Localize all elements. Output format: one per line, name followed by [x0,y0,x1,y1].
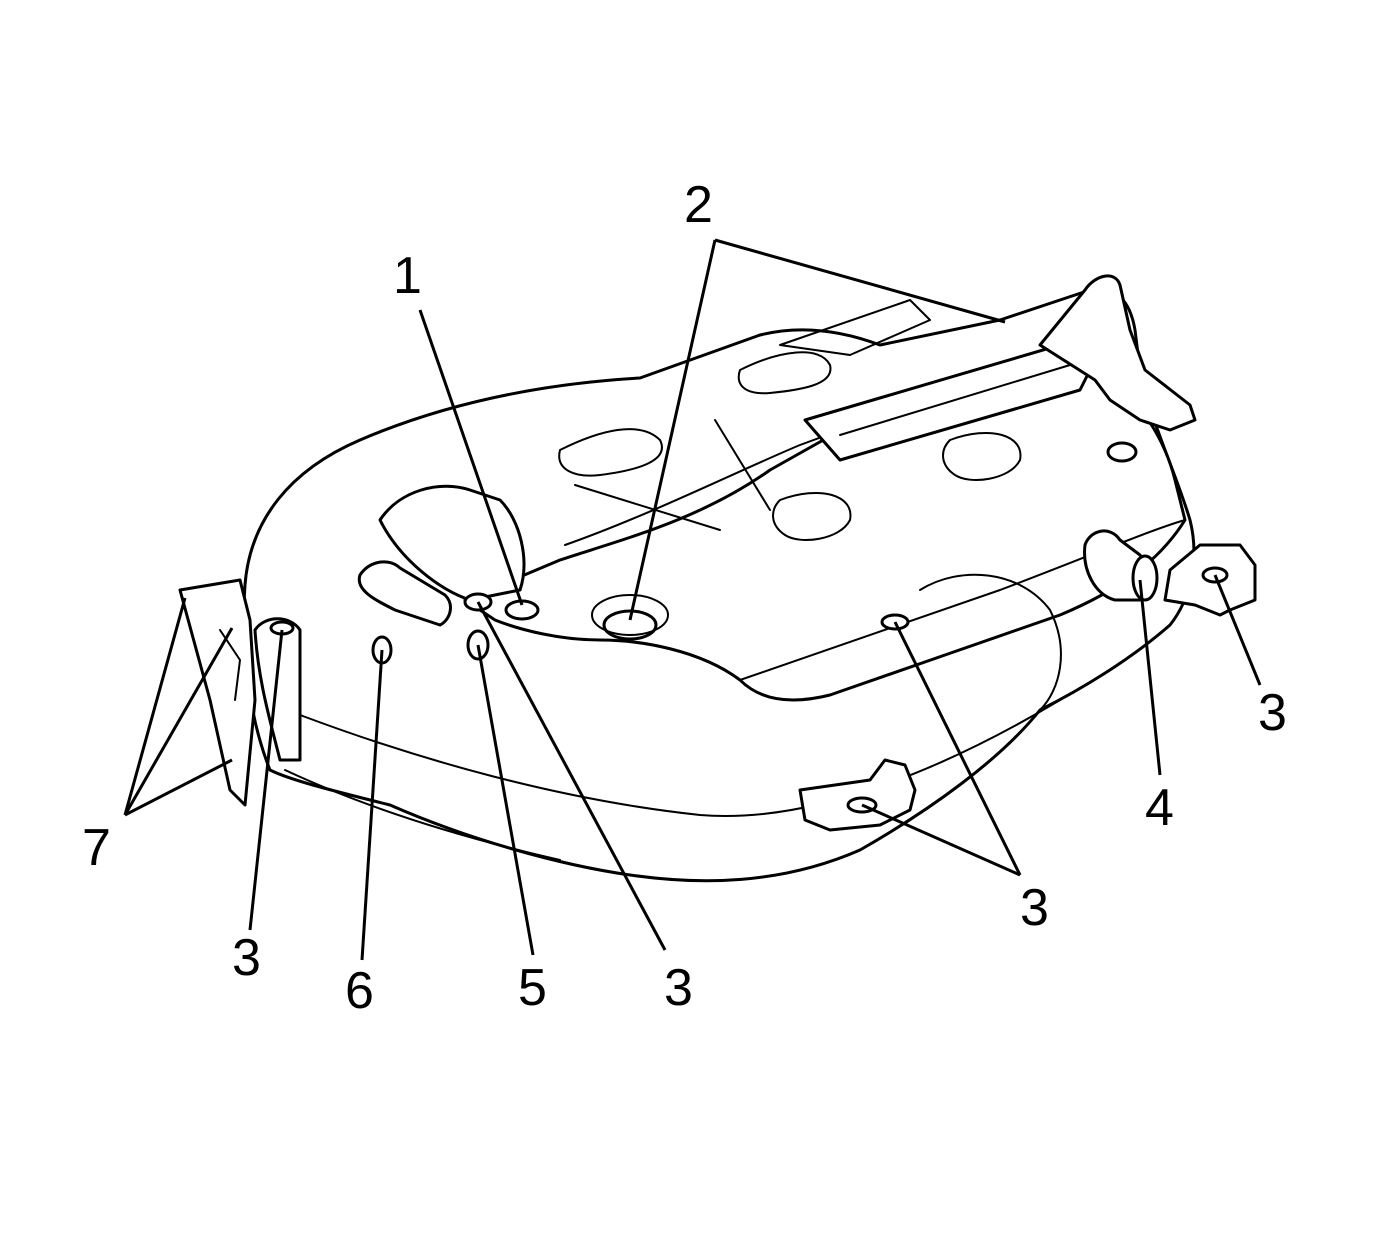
runner-rib [737,351,832,395]
callout-label-7: 7 [82,819,111,877]
left-runner [378,484,526,602]
fuel-rail-port-outer [591,594,669,636]
front-left-tab [253,617,302,762]
leader-line-3 [248,629,284,931]
callout-label-2: 2 [684,176,713,234]
leader-line-1 [418,309,524,606]
leader-line-7 [123,597,187,816]
callout-label-3: 3 [664,959,693,1017]
left-tube [357,560,452,627]
leader-line-6 [360,649,384,961]
top-boss [1106,441,1138,463]
callout-label-3: 3 [232,929,261,987]
callout-label-3: 3 [1258,684,1287,742]
rear-bracket [1038,274,1197,432]
lower-bottom-edge [284,769,561,861]
center-channel-line [839,364,1071,436]
callout-label-4: 4 [1145,779,1174,837]
callout-label-5: 5 [518,959,547,1017]
right-fitting-end [1131,554,1159,602]
callout-label-1: 1 [393,247,422,305]
front-lower-bracket [798,758,917,832]
runner-rib [772,492,852,541]
leader-line-7 [124,758,233,817]
lower-front-face [299,699,1061,817]
runner-rib [942,432,1022,481]
leader-lines [123,238,1262,961]
manifold-drawing [178,274,1257,883]
callout-label-6: 6 [345,962,374,1020]
upper-cover-edge [739,519,1186,681]
leader-line-3 [861,803,1021,877]
fuel-rail-port [602,609,658,641]
leader-line-3 [893,621,1022,876]
callout-labels: 1 2 3 3 3 3 4 5 6 7 [82,176,1287,1020]
leader-line-3 [1213,574,1262,686]
leader-line-5 [476,644,535,956]
leader-line-3 [476,601,667,951]
plenum-bulge [919,573,1062,711]
leader-line-4 [1138,579,1162,776]
front-left-bracket [178,578,257,807]
leader-line-2 [714,238,1006,324]
runner-rib [558,428,663,477]
leader-line-2 [628,239,717,621]
callout-label-3: 3 [1020,879,1049,937]
channel-slant [574,484,721,531]
runner-rib [779,299,931,356]
leader-line-7 [123,627,234,816]
channel-slant [714,419,771,511]
